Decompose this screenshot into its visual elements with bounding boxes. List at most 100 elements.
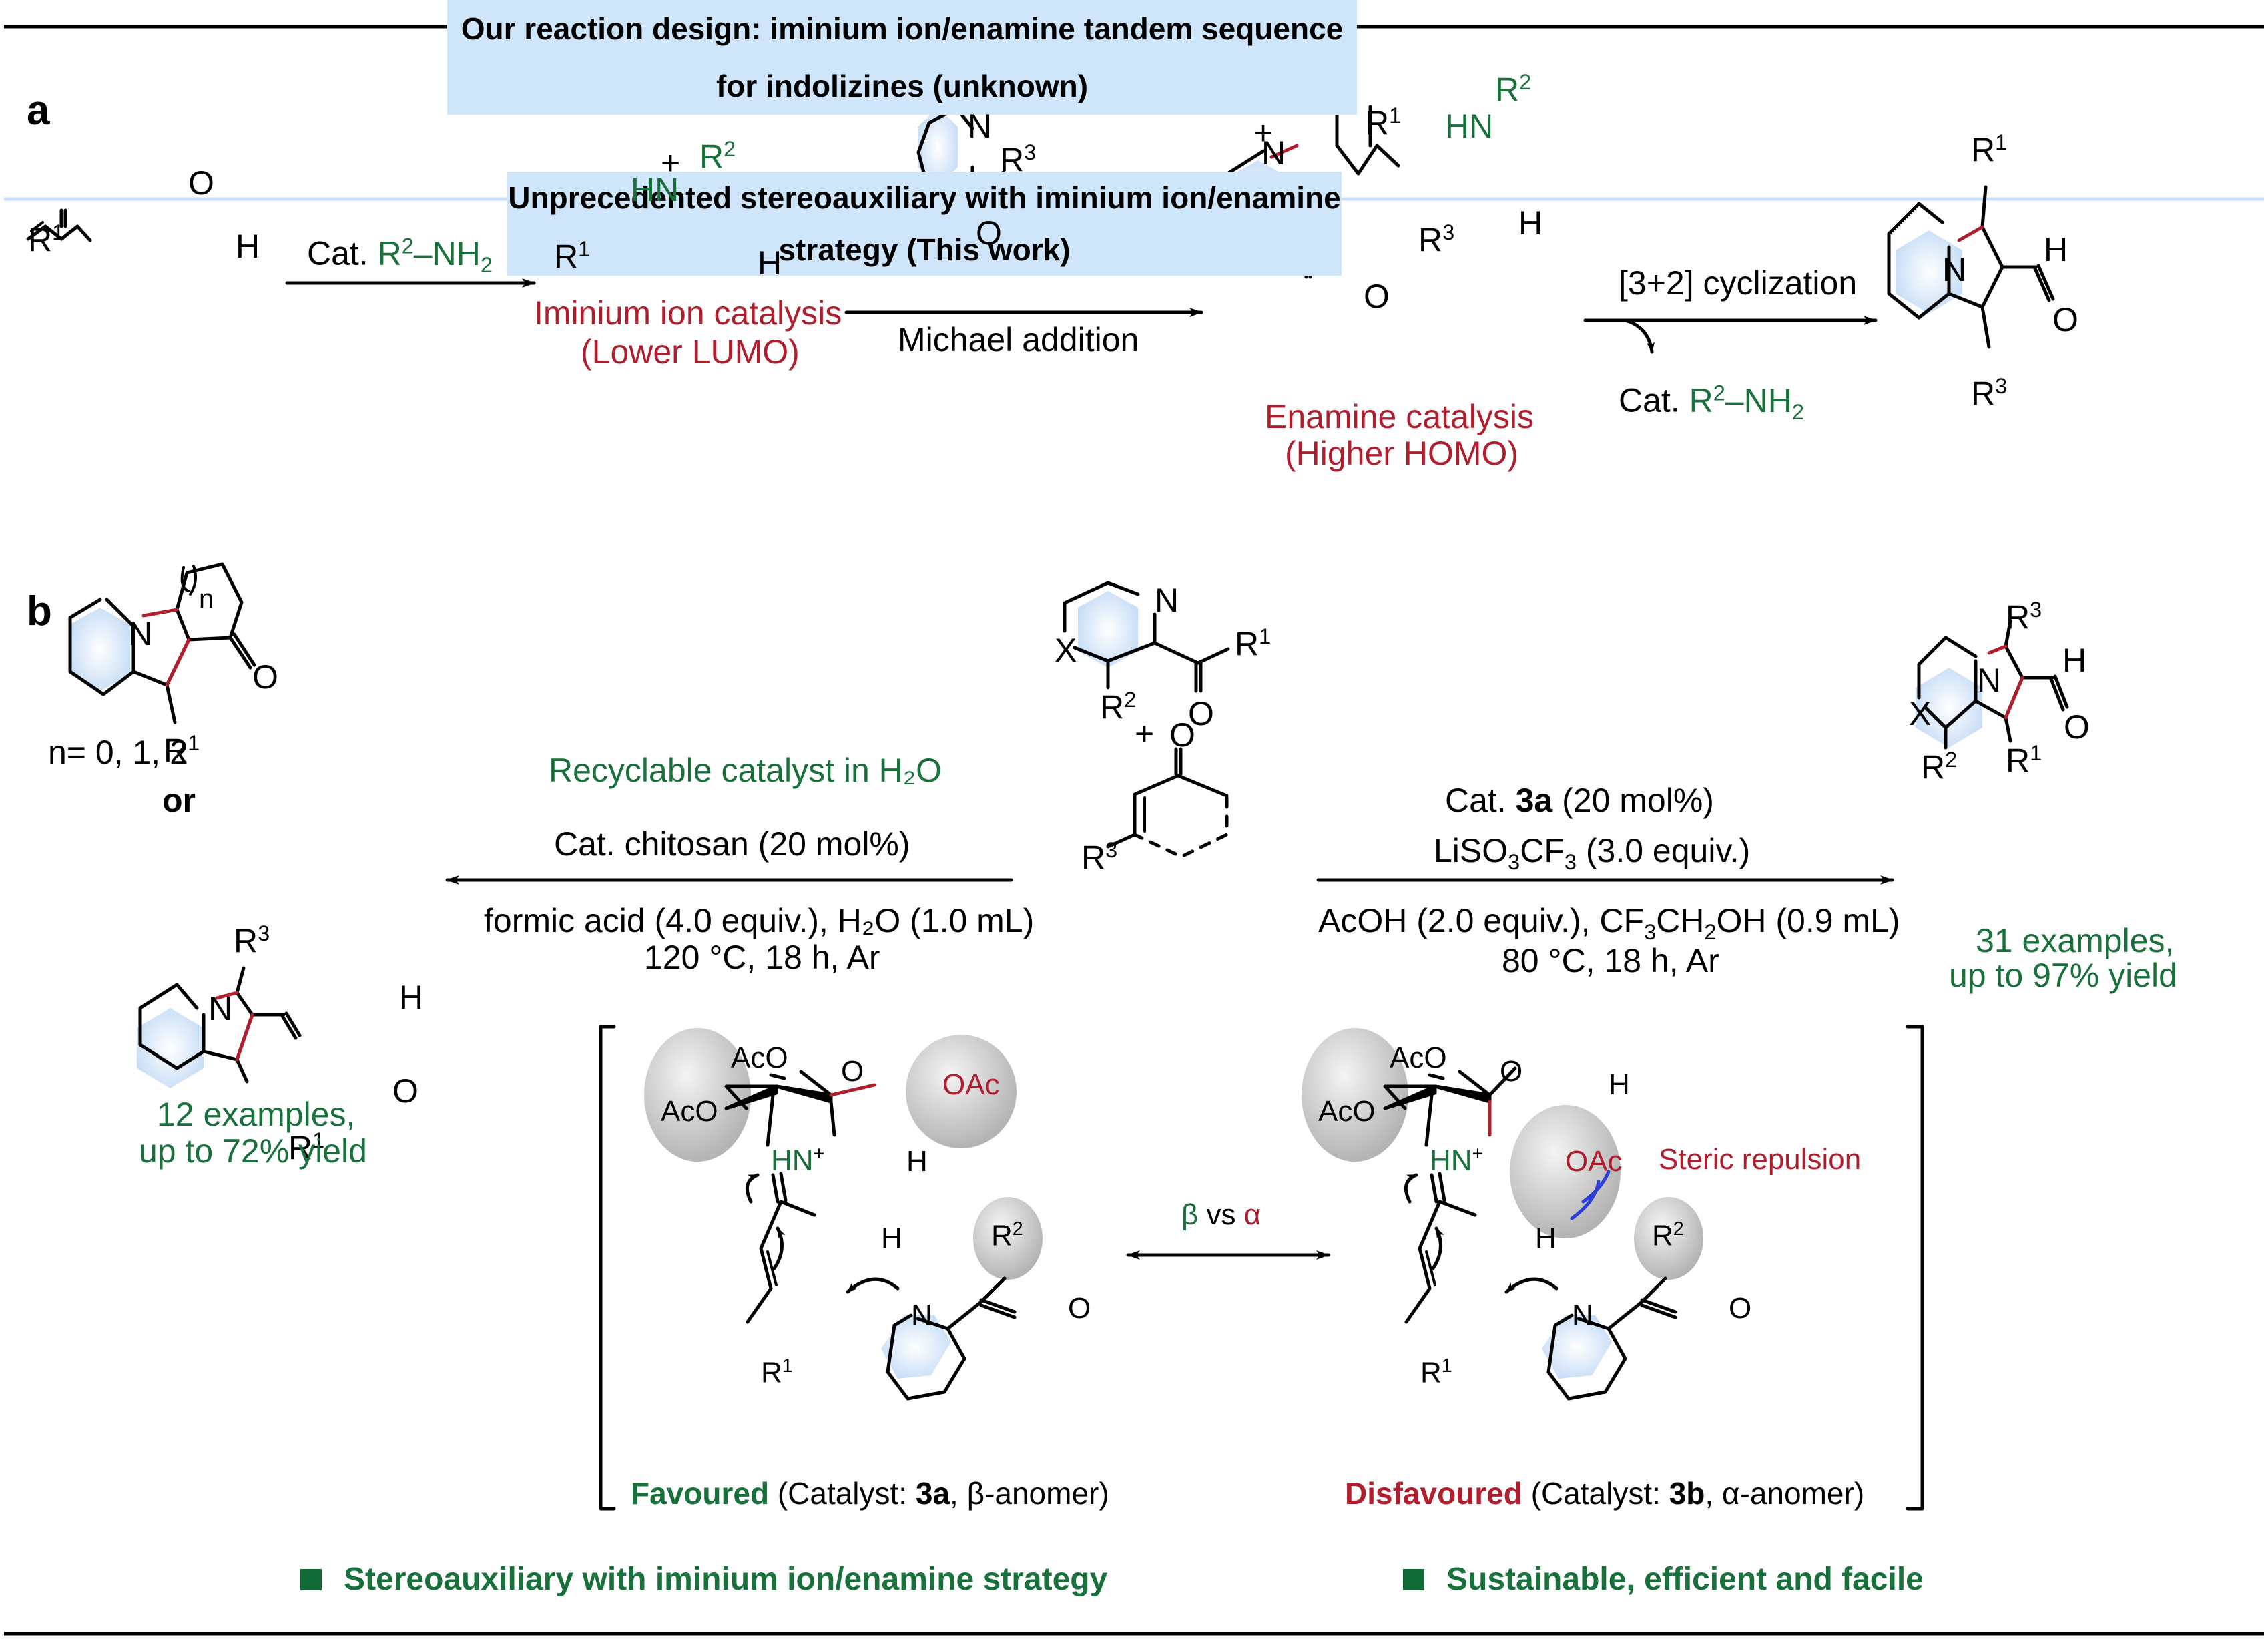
sphere-r2-disfavoured — [1634, 1197, 1703, 1280]
step1-catalyst-label: Cat. R2–NH2 — [307, 234, 493, 277]
iminium-r2: R2 — [699, 137, 736, 176]
ketone-n-index: n — [199, 584, 214, 614]
indolizine-product-a — [1887, 185, 2055, 349]
left-cond-temp: 120 °C, 18 h, Ar — [644, 939, 880, 976]
acylpyridine-n: N — [968, 107, 993, 145]
center-r1: R1 — [1235, 624, 1271, 663]
fav-r1: R1 — [761, 1355, 793, 1389]
center-x: X — [1055, 632, 1077, 669]
fav-aco-left: AcO — [661, 1095, 718, 1128]
right-cond-solvent: AcOH (2.0 equiv.), CF3CH2OH (0.9 mL) — [1318, 902, 1900, 944]
iminium-h: H — [758, 244, 782, 282]
center-o1: O — [1188, 695, 1214, 732]
center-n: N — [1155, 581, 1179, 619]
right-yield-2: up to 97% yield — [1949, 957, 2177, 994]
panel-label-b: b — [27, 588, 52, 634]
right-yield-1: 31 examples, — [1976, 922, 2175, 959]
enamine-r3: R3 — [1418, 220, 1455, 259]
indolizine-left-r1: R1 — [288, 1128, 325, 1167]
iminium-label-2: (Lower LUMO) — [581, 333, 800, 371]
left-cond-catalyst: Cat. chitosan (20 mol%) — [554, 825, 910, 863]
step3-label: [3+2] cyclization — [1619, 264, 1858, 302]
enamine-plus: + — [1253, 114, 1273, 152]
bullet-square-2 — [1403, 1569, 1424, 1590]
right-cond-catalyst: Cat. 3a (20 mol%) — [1445, 782, 1714, 819]
enamine-r2: R2 — [1495, 70, 1532, 109]
dis-aco-top: AcO — [1390, 1041, 1447, 1074]
sphere-aco-disfavoured — [1302, 1028, 1408, 1162]
enamine-h: H — [1518, 204, 1543, 242]
picolinoyl-disfavoured — [1542, 1276, 1677, 1401]
fav-n: N — [911, 1299, 932, 1331]
release-arrow — [1623, 318, 1655, 354]
center-o2: O — [1169, 716, 1195, 754]
section-b-header: Unprecedented stereoauxiliary with imini… — [507, 172, 1342, 276]
enal-o: O — [188, 164, 214, 202]
product-a-r1: R1 — [1971, 130, 2008, 169]
bracket-right — [1906, 1025, 1924, 1511]
product-a-o: O — [2052, 301, 2078, 338]
bullet-text-1: Stereoauxiliary with iminium ion/enamine… — [344, 1562, 1108, 1597]
fav-aco-top: AcO — [731, 1041, 788, 1074]
enal-h: H — [236, 228, 260, 265]
fav-oac: OAc — [942, 1068, 1000, 1101]
fav-h-iminium: H — [881, 1222, 902, 1254]
dis-ring-o: O — [1500, 1055, 1523, 1088]
product-a-n: N — [1942, 251, 1967, 288]
iminium-plus: + — [661, 144, 681, 182]
left-cond-solvent: formic acid (4.0 equiv.), H₂O (1.0 mL) — [484, 902, 1035, 939]
product-right-r2: R2 — [1921, 748, 1958, 786]
bullet-square-1 — [300, 1569, 322, 1590]
indolizine-left-h: H — [399, 979, 424, 1016]
dis-r2: R2 — [1652, 1218, 1684, 1252]
steric-clash-mark — [1570, 1170, 1611, 1220]
product-cyclic-ketone — [68, 562, 256, 724]
product-right-r3: R3 — [2006, 598, 2042, 636]
beta-vs-alpha: β vs α — [1181, 1198, 1261, 1231]
enal-r1: R1 — [28, 220, 65, 259]
favoured-caption: Favoured (Catalyst: 3a, β-anomer) — [631, 1476, 1109, 1511]
sugar-disfavoured — [1383, 1066, 1558, 1324]
bracket-left — [599, 1025, 616, 1511]
iminium-hn: HN — [631, 171, 679, 208]
bullet-text-2: Sustainable, efficient and facile — [1446, 1562, 1924, 1597]
iminium-r1: R1 — [554, 237, 591, 276]
step2-label: Michael addition — [898, 321, 1139, 359]
fav-o: O — [1068, 1292, 1091, 1325]
fav-ring-o: O — [841, 1055, 864, 1088]
product-a-r3: R3 — [1971, 374, 2008, 413]
left-recyclable-note: Recyclable catalyst in H₂O — [549, 752, 942, 789]
picolinoyl-favoured — [881, 1276, 1017, 1401]
dis-h-anomeric: H — [1609, 1068, 1630, 1101]
iminium-label-1: Iminium ion catalysis — [534, 294, 842, 332]
indolizine-left-r3: R3 — [234, 921, 270, 960]
sugar-favoured — [724, 1070, 900, 1324]
product-right-h: H — [2062, 642, 2087, 679]
acylpyridine-o: O — [976, 214, 1002, 252]
enamine-n-plus: N — [1261, 134, 1286, 172]
right-cond-temp: 80 °C, 18 h, Ar — [1502, 942, 1719, 979]
center-acylpyridine — [1063, 581, 1230, 693]
enamine-label-2: (Higher HOMO) — [1285, 435, 1519, 472]
indolizine-left-o: O — [392, 1072, 418, 1110]
indolizine-left-n: N — [208, 990, 233, 1027]
fav-r2: R2 — [991, 1218, 1023, 1252]
sphere-r2-favoured — [973, 1197, 1043, 1280]
right-cond-additive: LiSO3CF3 (3.0 equiv.) — [1434, 832, 1751, 874]
product-a-h: H — [2044, 231, 2068, 268]
ketone-o: O — [252, 658, 278, 696]
steric-repulsion-label: Steric repulsion — [1659, 1143, 1862, 1176]
enamine-hn: HN — [1445, 107, 1494, 145]
enamine-o: O — [1364, 278, 1390, 315]
product-right-n: N — [1977, 662, 2002, 699]
ketone-n: N — [128, 615, 153, 652]
product-right-x: X — [1909, 695, 1932, 732]
center-plus: + — [1135, 715, 1155, 752]
step3-release-catalyst: Cat. R2–NH2 — [1619, 381, 1804, 424]
dis-h-iminium: H — [1535, 1222, 1556, 1254]
left-yield-1: 12 examples, — [157, 1096, 356, 1133]
product-right-r1: R1 — [2006, 741, 2042, 780]
product-indolizine-left — [137, 966, 302, 1088]
dis-oac: OAc — [1565, 1145, 1623, 1178]
dis-hn-plus: HN+ — [1430, 1143, 1484, 1177]
